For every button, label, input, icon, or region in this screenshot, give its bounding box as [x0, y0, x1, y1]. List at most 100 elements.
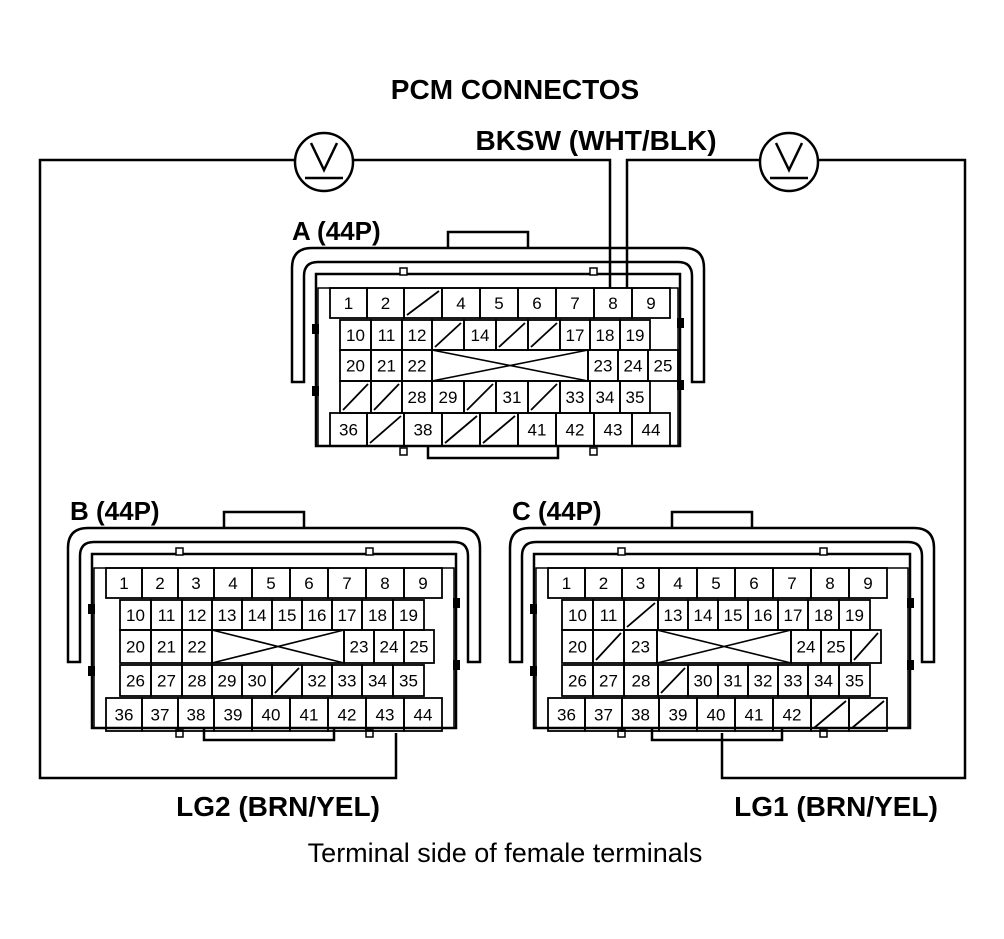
terminal-number: 42 [566, 421, 585, 440]
terminal-number: 40 [262, 706, 281, 725]
unused-terminal-slash [813, 700, 847, 729]
terminal-number: 24 [624, 357, 643, 376]
terminal-number: 14 [694, 606, 713, 625]
terminal-number: 32 [308, 672, 327, 691]
terminal-number: 30 [694, 672, 713, 691]
terminal-number: 3 [191, 574, 200, 593]
terminal-number: 39 [224, 706, 243, 725]
terminal-number: 3 [636, 574, 645, 593]
connector-housing [66, 526, 482, 664]
terminal-number: 27 [157, 672, 176, 691]
locking-tab [453, 598, 460, 608]
connector-bottom-tab [202, 728, 336, 742]
terminal-number: 34 [814, 672, 833, 691]
terminal-number: 26 [568, 672, 587, 691]
connector-a-label: A (44P) [292, 216, 381, 246]
unused-terminal-slash [595, 632, 622, 661]
terminal-number: 39 [669, 706, 688, 725]
terminal-number: 28 [632, 672, 651, 691]
terminal-number: 28 [188, 672, 207, 691]
terminal-number: 36 [339, 421, 358, 440]
locking-tab [907, 660, 914, 670]
unused-terminal-slash [274, 667, 300, 694]
terminal-number: 7 [342, 574, 351, 593]
voltmeter-right-icon [758, 131, 820, 193]
unused-terminal-slash [434, 322, 462, 348]
terminal-number: 7 [787, 574, 796, 593]
terminal-number: 5 [266, 574, 275, 593]
terminal-number: 14 [248, 606, 267, 625]
terminal-number: 11 [600, 606, 618, 625]
terminal-number: 23 [631, 638, 650, 657]
terminal-number: 1 [344, 294, 353, 313]
terminal-number: 12 [408, 326, 427, 345]
terminal-number: 17 [566, 326, 585, 345]
terminal-number: 10 [346, 326, 365, 345]
terminal-number: 28 [408, 388, 427, 407]
terminal-number: 25 [654, 357, 673, 376]
terminal-number: 22 [408, 357, 427, 376]
terminal-number: 23 [350, 638, 369, 657]
terminal-number: 33 [566, 388, 585, 407]
terminal-number: 25 [827, 638, 846, 657]
unused-terminal-slash [466, 383, 494, 411]
terminal-number: 19 [845, 606, 864, 625]
guide-pin [399, 447, 408, 456]
locking-tab [88, 666, 95, 676]
terminal-number: 37 [151, 706, 170, 725]
terminal-number: 4 [456, 294, 465, 313]
terminal-number: 11 [378, 326, 396, 345]
terminal-number: 8 [825, 574, 834, 593]
terminal-cavity [838, 664, 871, 697]
connector-bottom-tab [650, 728, 784, 742]
terminal-number: 20 [126, 638, 145, 657]
guide-pin [365, 729, 374, 738]
terminal-number: 30 [248, 672, 267, 691]
guide-pin [819, 729, 828, 738]
connector-housing [290, 246, 706, 384]
terminal-number: 21 [377, 357, 396, 376]
lg2-wire-label: LG2 (BRN/YEL) [176, 791, 380, 822]
terminal-number: 9 [646, 294, 655, 313]
guide-pin [589, 267, 598, 276]
terminal-number: 43 [604, 421, 623, 440]
terminal-number: 23 [594, 357, 613, 376]
lg1-wire-label: LG1 (BRN/YEL) [734, 791, 938, 822]
terminal-number: 25 [410, 638, 429, 657]
terminal-cavity [403, 567, 443, 599]
terminal-number: 10 [568, 606, 587, 625]
terminal-number: 4 [673, 574, 682, 593]
terminal-number: 24 [380, 638, 399, 657]
terminal-number: 41 [745, 706, 764, 725]
voltmeter-left-icon [293, 131, 355, 193]
terminal-cavity [848, 697, 888, 732]
wire-a8-to-b43 [38, 158, 612, 780]
terminal-cavity [631, 412, 671, 447]
guide-pin [617, 547, 626, 556]
connector-b-label: B (44P) [70, 496, 160, 526]
caption: Terminal side of female terminals [308, 838, 703, 868]
terminal-number: 31 [503, 388, 522, 407]
connector-latch [670, 510, 754, 528]
terminal-number: 2 [381, 294, 390, 313]
terminal-number: 13 [218, 606, 237, 625]
terminal-number: 42 [338, 706, 357, 725]
cavity-cross-mark [211, 629, 345, 664]
locking-tab [677, 318, 684, 328]
wiring [38, 158, 967, 780]
guide-pin [819, 547, 828, 556]
terminal-number: 37 [594, 706, 613, 725]
terminal-number: 41 [528, 421, 547, 440]
terminal-number: 15 [724, 606, 743, 625]
terminal-number: 18 [368, 606, 387, 625]
terminal-number: 19 [399, 606, 418, 625]
unused-terminal-slash [444, 415, 478, 444]
terminal-number: 33 [338, 672, 357, 691]
unused-terminal-slash [530, 383, 558, 411]
terminal-number: 16 [754, 606, 773, 625]
terminal-number: 11 [158, 606, 176, 625]
unused-terminal-slash [660, 667, 686, 694]
